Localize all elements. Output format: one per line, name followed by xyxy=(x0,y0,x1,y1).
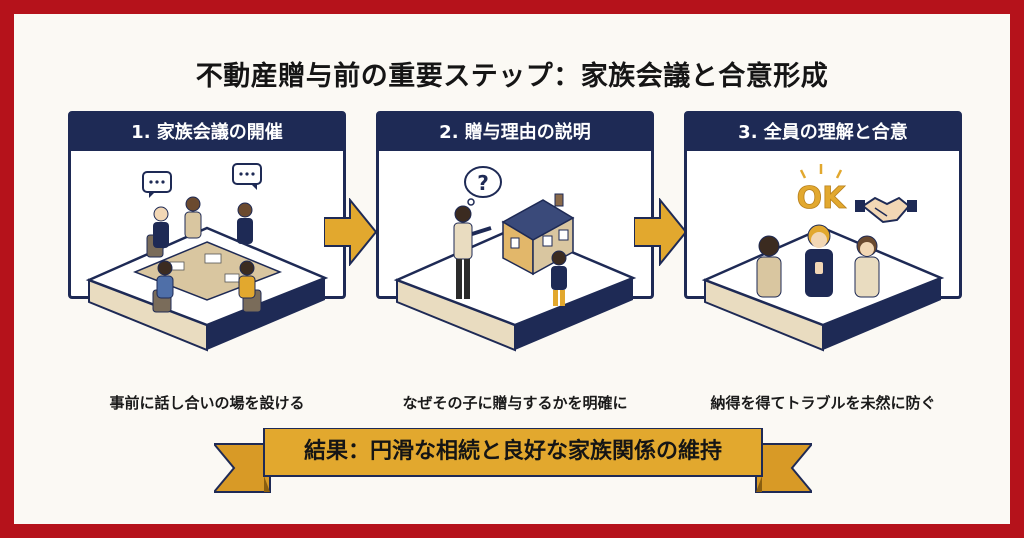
step-2-header: 2. 贈与理由の説明 xyxy=(379,114,651,151)
handshake-icon xyxy=(855,196,917,224)
step-1-header: 1. 家族会議の開催 xyxy=(71,114,343,151)
ok-text: OK xyxy=(797,181,848,216)
arrow-right-icon xyxy=(634,198,688,266)
step-3-caption: 納得を得てトラブルを未然に防ぐ xyxy=(710,394,936,412)
result-ribbon xyxy=(214,428,812,493)
page-title: 不動産贈与前の重要ステップ：家族会議と合意形成 xyxy=(195,61,829,92)
explanation-illustration: ? xyxy=(393,166,637,352)
question-mark-icon: ? xyxy=(477,171,489,195)
family-meeting-illustration xyxy=(85,163,329,352)
result-banner-text: 結果：円滑な相続と良好な家族関係の維持 xyxy=(303,439,722,464)
step-2-caption: なぜその子に贈与するかを明確に xyxy=(402,394,628,412)
step-3-header: 3. 全員の理解と合意 xyxy=(687,114,959,151)
step-1-caption: 事前に話し合いの場を設ける xyxy=(109,394,305,412)
agreement-illustration: OK xyxy=(701,164,945,352)
arrow-right-icon xyxy=(324,198,378,266)
